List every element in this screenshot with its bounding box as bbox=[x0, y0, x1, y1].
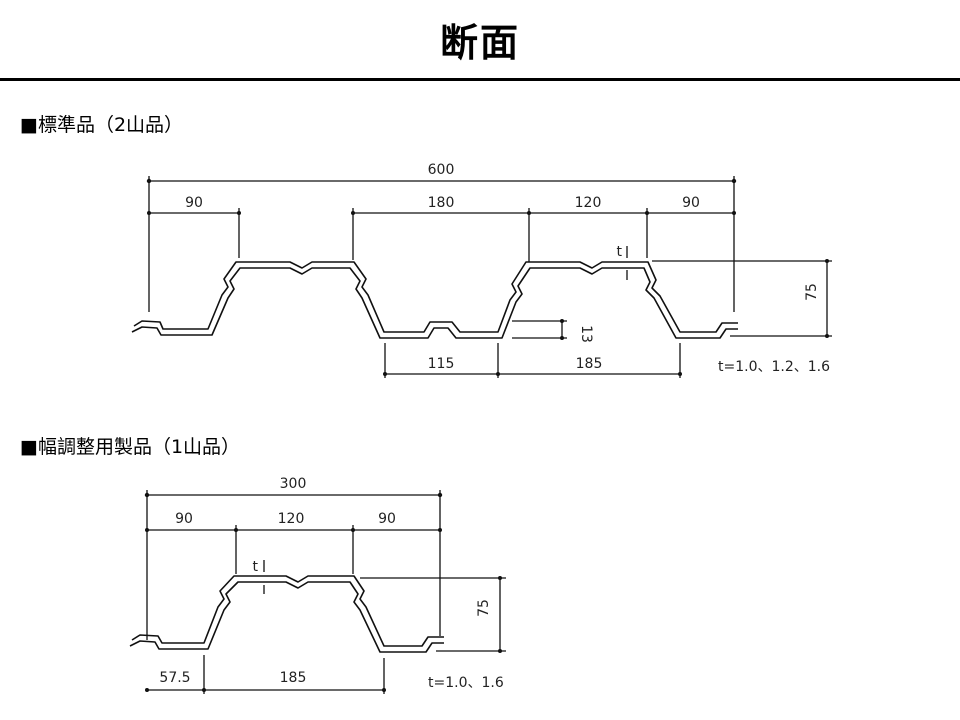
dim-top-middle-label: 120 bbox=[575, 195, 602, 211]
dim-height: 75 bbox=[652, 259, 832, 338]
thickness-symbol: t bbox=[253, 559, 259, 575]
section-heading-standard: ■標準品（2山品） bbox=[20, 114, 184, 136]
dim-overall-label: 600 bbox=[428, 162, 455, 178]
dim-bottom-left-label: 57.5 bbox=[159, 670, 190, 686]
thickness-marker: t bbox=[253, 559, 265, 594]
deck-profile bbox=[129, 575, 444, 653]
dim-bottom-row: 115 185 bbox=[383, 343, 682, 378]
dim-bottom-right-label: 185 bbox=[280, 670, 307, 686]
dim-left-edge-label: 90 bbox=[175, 511, 193, 527]
width-adjust-section-diagram: 300 90 120 90 t 75 57.5 185 bbox=[129, 476, 506, 694]
dim-overall: 600 bbox=[146, 162, 737, 312]
dim-overall: 300 bbox=[144, 476, 443, 640]
deck-profile bbox=[131, 261, 738, 339]
dim-upper-row: 90 120 90 bbox=[145, 511, 442, 574]
dim-overall-label: 300 bbox=[280, 476, 307, 492]
section-heading-width-adjust: ■幅調整用製品（1山品） bbox=[20, 436, 241, 458]
title-divider bbox=[0, 78, 960, 81]
dim-rib-height: 13 bbox=[512, 319, 594, 343]
dim-top-middle-label: 120 bbox=[278, 511, 305, 527]
page-title: 断面 bbox=[439, 21, 520, 65]
standard-section-diagram: 600 90 180 120 90 t 75 bbox=[131, 162, 832, 378]
thickness-marker: t bbox=[617, 244, 628, 280]
thickness-symbol: t bbox=[617, 244, 623, 260]
dim-bottom-right-label: 185 bbox=[576, 356, 603, 372]
dim-right-edge-label: 90 bbox=[378, 511, 396, 527]
dim-height: 75 bbox=[360, 576, 506, 653]
dim-right-edge-label: 90 bbox=[682, 195, 700, 211]
dim-rib-height-label: 13 bbox=[578, 325, 594, 343]
thickness-note: t=1.0、1.2、1.6 bbox=[718, 359, 830, 375]
dim-bottom-row: 57.5 185 bbox=[145, 655, 386, 694]
dim-upper-row: 90 180 120 90 bbox=[147, 195, 736, 262]
dim-left-edge-label: 90 bbox=[185, 195, 203, 211]
thickness-note: t=1.0、1.6 bbox=[428, 675, 504, 691]
dim-height-label: 75 bbox=[804, 283, 820, 301]
dim-bottom-left-label: 115 bbox=[428, 356, 455, 372]
dim-height-label: 75 bbox=[476, 599, 492, 617]
dim-top-flange-label: 180 bbox=[428, 195, 455, 211]
